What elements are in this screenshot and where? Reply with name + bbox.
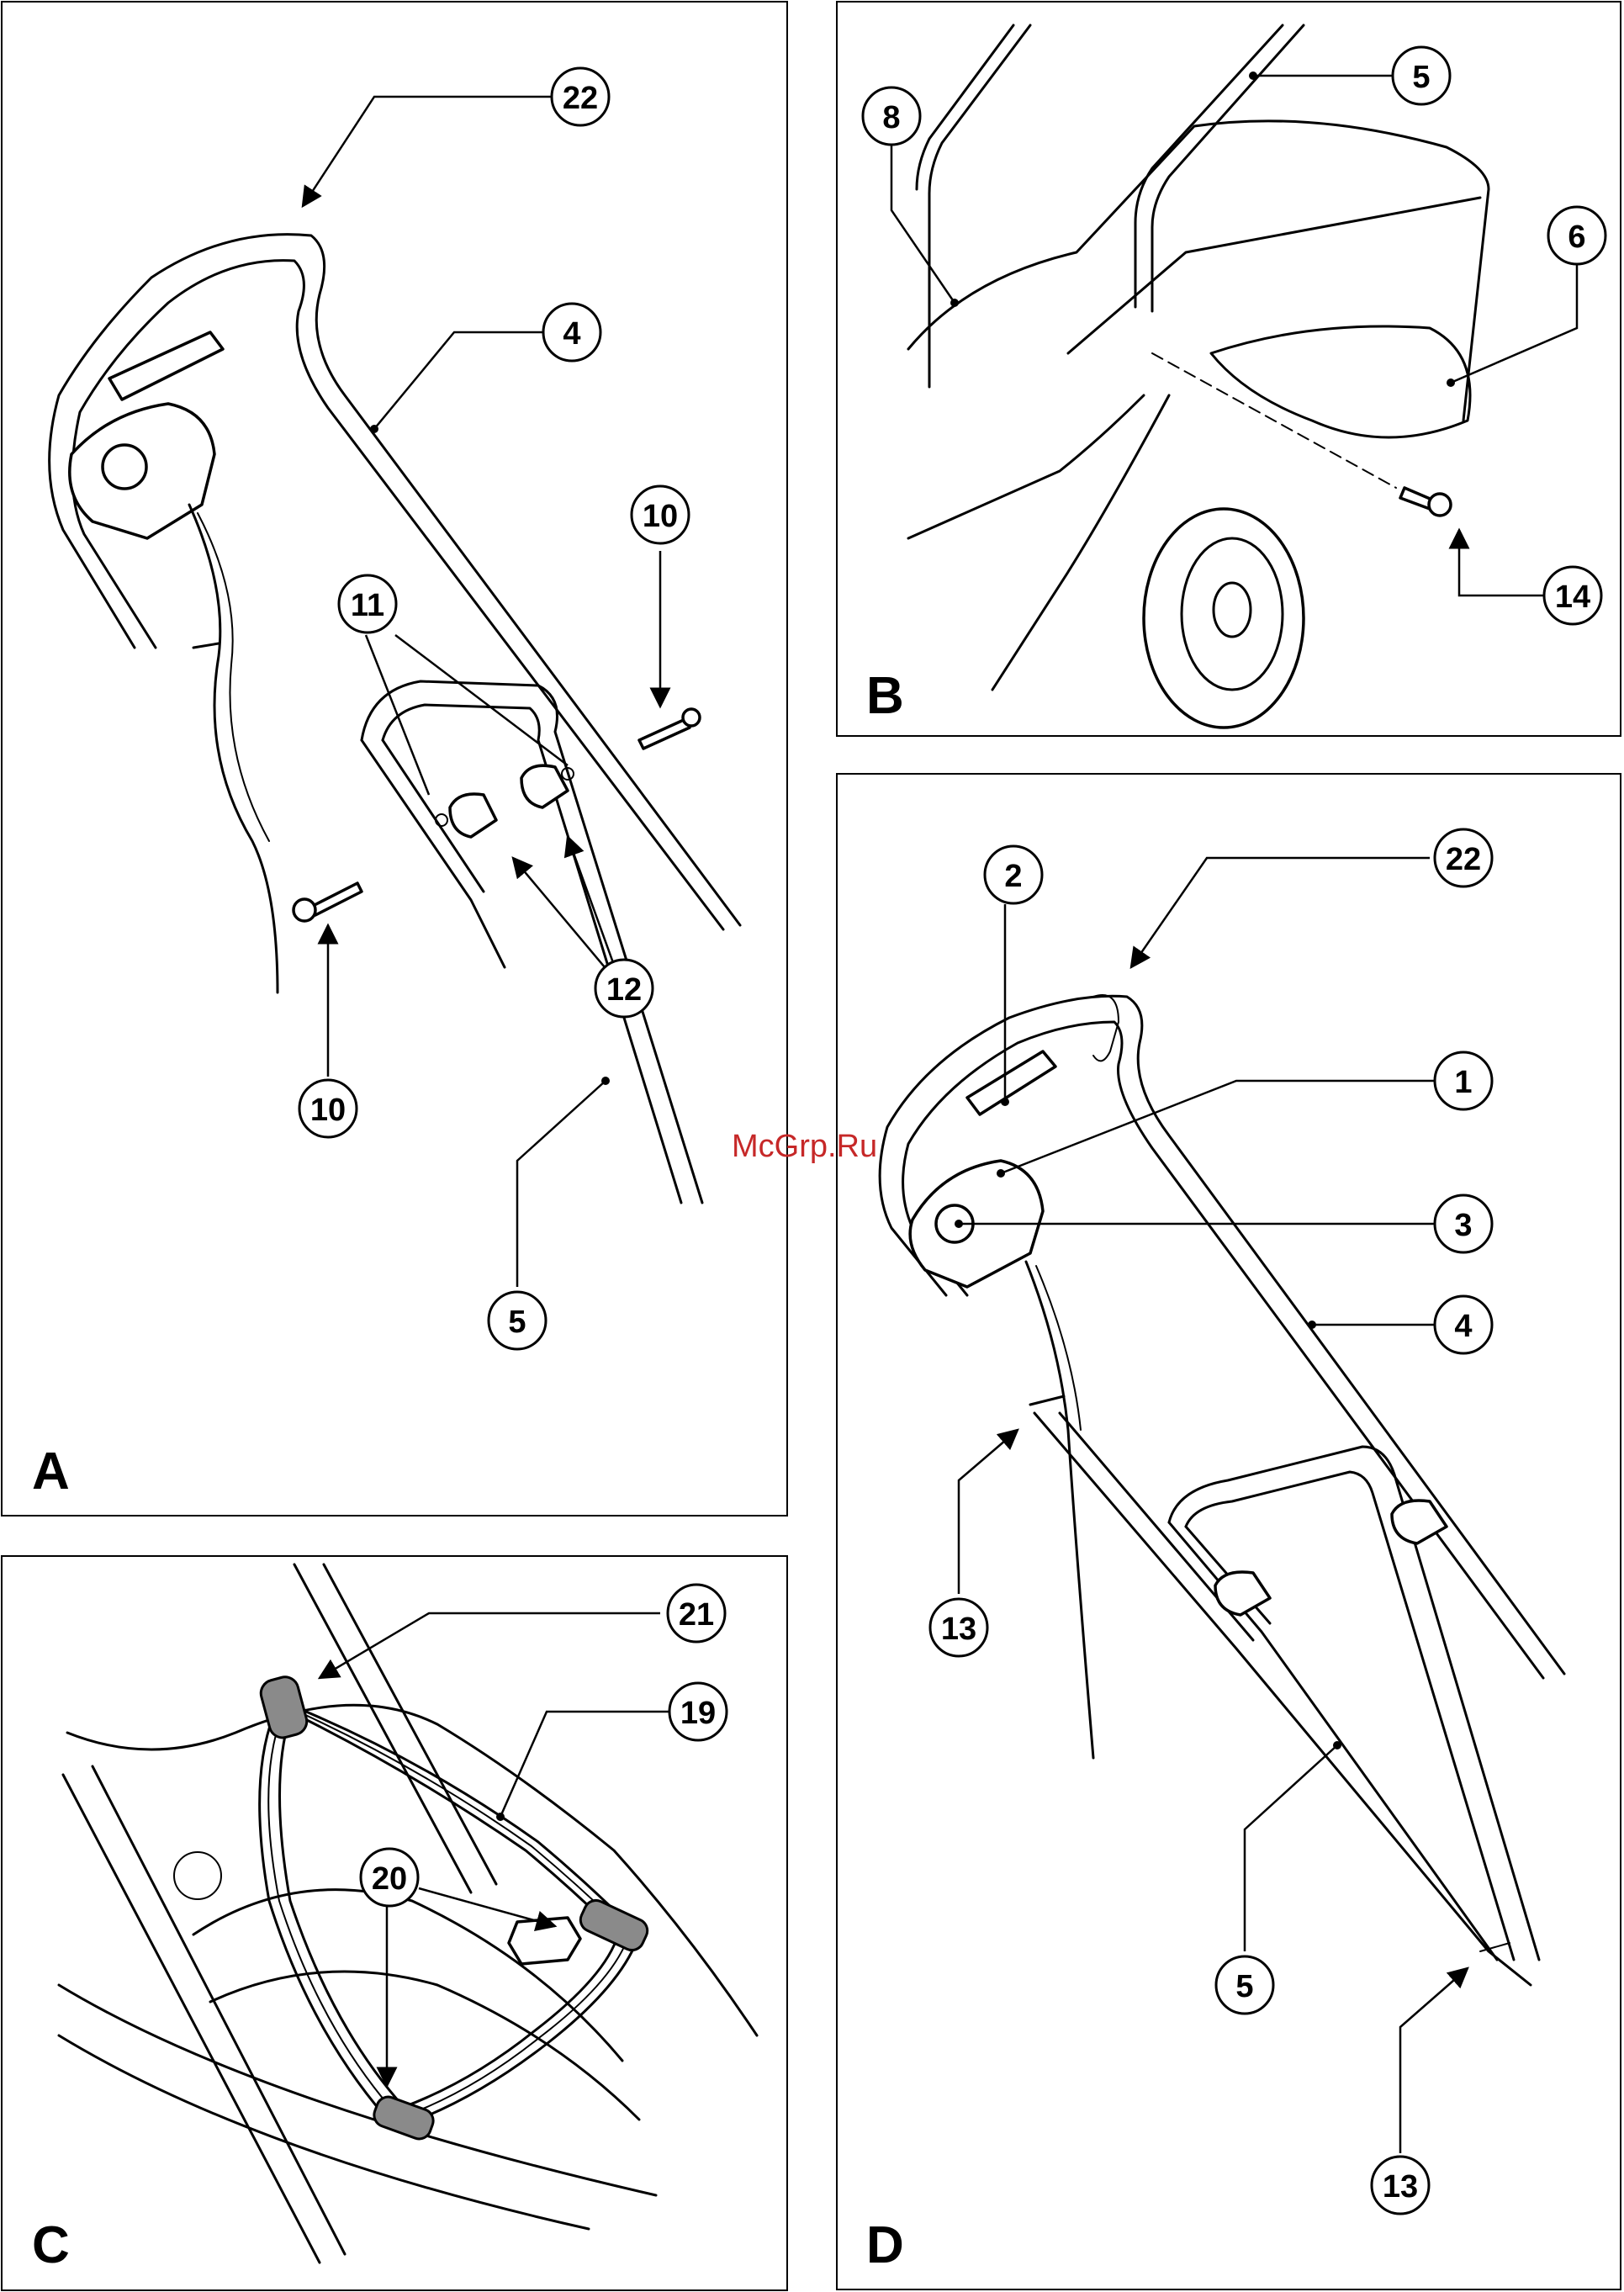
svg-text:20: 20 [372, 1861, 407, 1897]
svg-text:5: 5 [1235, 1969, 1253, 2004]
callout-12: 12 [595, 960, 653, 1017]
callout-6: 6 [1548, 207, 1605, 264]
callout-14: 14 [1544, 567, 1601, 624]
callout-22: 22 [552, 68, 609, 125]
panel-a: 22 4 10 11 12 10 5 A [2, 2, 787, 1516]
svg-text:22: 22 [1446, 842, 1481, 877]
svg-text:12: 12 [606, 972, 642, 1008]
bolt-lower [311, 883, 362, 915]
callout-5: 5 [1393, 47, 1450, 104]
callout-8: 8 [863, 87, 920, 145]
svg-text:13: 13 [941, 1612, 976, 1647]
svg-text:14: 14 [1555, 580, 1590, 615]
wing-knob-right [521, 765, 568, 807]
svg-text:19: 19 [680, 1696, 716, 1731]
cable-clip-bottom [371, 2094, 436, 2142]
callout-5: 5 [489, 1292, 546, 1349]
callout-10: 10 [632, 486, 689, 543]
svg-text:21: 21 [679, 1597, 714, 1633]
lower-handle-drawing [1169, 1447, 1539, 1960]
callout-3: 3 [1435, 1195, 1492, 1252]
cable-plug-drawing [509, 1918, 580, 1964]
lower-handle-drawing [362, 681, 702, 1203]
panel-d: 2 22 1 3 4 13 5 13 D [837, 774, 1621, 2289]
svg-text:4: 4 [563, 316, 580, 352]
panel-c-frame [2, 1556, 787, 2290]
svg-text:4: 4 [1454, 1309, 1472, 1344]
svg-text:8: 8 [882, 100, 900, 135]
panel-b: 8 5 6 14 B [837, 2, 1621, 736]
svg-text:3: 3 [1454, 1208, 1472, 1243]
rear-wheel-drawing [1144, 509, 1304, 728]
mower-body-drawing [908, 121, 1489, 421]
callout-4: 4 [1435, 1296, 1492, 1353]
svg-text:6: 6 [1568, 220, 1585, 255]
callout-22: 22 [1435, 829, 1492, 887]
panel-c: 21 19 20 C [2, 1556, 787, 2290]
svg-text:11: 11 [351, 588, 384, 623]
svg-text:5: 5 [508, 1305, 526, 1340]
svg-text:10: 10 [643, 499, 678, 534]
grass-bag-drawing [1211, 326, 1470, 437]
svg-text:10: 10 [310, 1093, 346, 1128]
cable-clip-top [258, 1674, 310, 1740]
panel-label-b: B [866, 667, 904, 725]
callout-10-lower: 10 [299, 1080, 357, 1137]
svg-text:5: 5 [1412, 60, 1430, 95]
panel-label-a: A [32, 1442, 70, 1501]
callout-11: 11 [339, 575, 396, 633]
bolt-upper [639, 719, 690, 749]
panel-label-c: C [32, 2216, 70, 2274]
callout-19: 19 [669, 1683, 727, 1740]
callout-13: 13 [930, 1599, 987, 1656]
power-cable-drawing [1026, 1262, 1093, 1758]
watermark-text: McGrp.Ru [732, 1129, 877, 1164]
svg-text:22: 22 [563, 81, 598, 116]
upper-handle-drawing [50, 235, 740, 925]
panel-label-d: D [866, 2216, 904, 2274]
wing-knob-left [450, 794, 496, 837]
svg-text:13: 13 [1383, 2169, 1418, 2205]
wing-knob-left [1215, 1572, 1270, 1615]
panel-d-frame [837, 774, 1621, 2289]
callout-5: 5 [1216, 1956, 1273, 2014]
callout-2: 2 [985, 846, 1042, 903]
svg-text:2: 2 [1004, 859, 1022, 894]
callout-1: 1 [1435, 1052, 1492, 1109]
svg-text:1: 1 [1454, 1065, 1472, 1100]
callout-13-lower: 13 [1372, 2157, 1429, 2214]
power-cable-drawing [189, 505, 278, 992]
callout-20: 20 [361, 1849, 418, 1906]
callout-21: 21 [668, 1585, 725, 1642]
callout-4: 4 [543, 304, 600, 361]
